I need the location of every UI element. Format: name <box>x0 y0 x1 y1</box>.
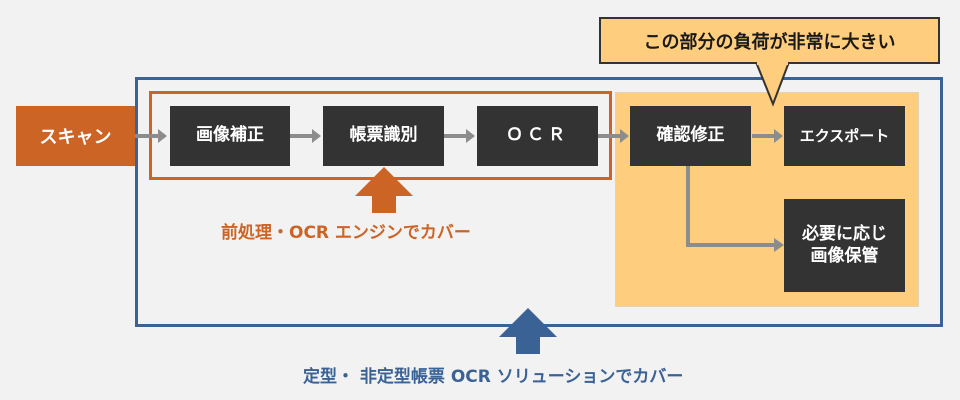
arrowhead-icon <box>312 129 321 143</box>
step-label-line1: 必要に応じ <box>802 224 887 245</box>
preprocess-caption: 前処理・OCR エンジンでカバー <box>221 223 471 243</box>
step-image-correction[interactable]: 画像補正 <box>170 106 290 166</box>
step-label: 画像補正 <box>196 125 264 146</box>
arrowhead-icon <box>158 129 167 143</box>
step-label: 帳票識別 <box>349 125 418 146</box>
step-label: エクスポート <box>799 126 890 145</box>
step-label: ＯＣＲ <box>506 125 569 146</box>
solution-caption: 定型・ 非定型帳票 OCR ソリューションでカバー <box>303 367 684 387</box>
scan-step[interactable]: スキャン <box>16 106 135 166</box>
step-image-archive[interactable]: 必要に応じ 画像保管 <box>784 199 905 292</box>
callout-text: この部分の負荷が非常に大きい <box>643 31 896 53</box>
step-form-identification[interactable]: 帳票識別 <box>323 106 444 166</box>
step-label: 確認修正 <box>656 125 725 146</box>
arrowhead-icon <box>774 238 784 252</box>
callout-pointer-joint <box>757 60 788 65</box>
scan-label: スキャン <box>39 127 112 148</box>
connector-review-to-archive <box>686 166 775 247</box>
arrowhead-icon <box>620 129 629 143</box>
arrowhead-icon <box>466 129 475 143</box>
step-export[interactable]: エクスポート <box>784 106 905 166</box>
callout-pointer <box>754 61 791 107</box>
blue-up-arrow-icon <box>499 308 557 354</box>
step-ocr[interactable]: ＯＣＲ <box>477 106 598 166</box>
callout-heavy-load: この部分の負荷が非常に大きい <box>599 17 940 64</box>
arrowhead-icon <box>774 129 783 143</box>
step-review-correction[interactable]: 確認修正 <box>630 106 751 166</box>
step-label-line2: 画像保管 <box>810 245 879 266</box>
orange-up-arrow-icon <box>355 167 413 213</box>
